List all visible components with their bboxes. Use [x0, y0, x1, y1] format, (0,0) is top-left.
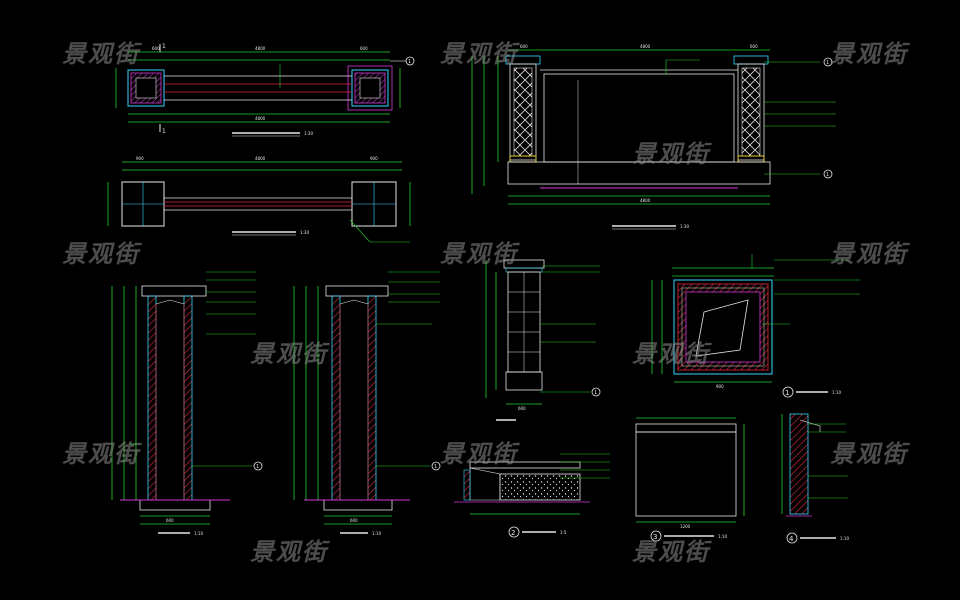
dim-text: 4800: [255, 156, 266, 161]
dim-text: 600: [350, 518, 358, 523]
dim-text: 600: [520, 44, 528, 49]
callout-number: 1: [826, 60, 829, 66]
callout-number: 1: [434, 464, 437, 470]
dim-text: 600: [152, 46, 160, 51]
dim-text: 4800: [255, 46, 266, 51]
dim-text: 600: [166, 518, 174, 523]
dim-text: 4800: [255, 116, 266, 121]
scale-text: 1:10: [840, 536, 849, 541]
column-elevation: 1 600: [485, 259, 601, 421]
detail-number: 2: [511, 529, 515, 537]
section-mark: 1: [162, 128, 166, 135]
dim-text: 900: [370, 156, 378, 161]
detail-1-pier-plan: 900 1 1:10: [651, 254, 860, 398]
foundation-plan: 900 4800 900 1:30: [107, 156, 411, 243]
front-elevation: 600 4800 600 4800 1 1: [471, 44, 836, 230]
scale-text: 1:10: [718, 534, 727, 539]
dim-text: 1200: [680, 524, 691, 529]
detail-number: 4: [789, 535, 794, 543]
dim-text: 600: [518, 406, 526, 411]
scale-text: 1:10: [832, 390, 841, 395]
section-2-2: 1 600 1:10: [293, 271, 441, 536]
plan-view: 600 4800 600 4800 1 1 1: [115, 43, 415, 137]
callout-number: 1: [826, 172, 829, 178]
section-mark: 1: [162, 43, 166, 50]
detail-4-end: 4 1:10: [781, 413, 849, 544]
callout-number: 1: [408, 59, 411, 65]
dim-text: 900: [716, 384, 724, 389]
scale-text: 1:10: [194, 531, 203, 536]
detail-number: 1: [785, 389, 789, 397]
callout-number: 1: [594, 390, 597, 396]
dim-text: 900: [136, 156, 144, 161]
scale-text: 1:30: [304, 131, 313, 136]
section-1-1: 1 600 1:10: [111, 271, 263, 536]
scale-text: 1:5: [560, 530, 567, 535]
detail-2-coping: 2 1:5: [454, 453, 610, 538]
dim-text: 600: [750, 44, 758, 49]
dim-text: 600: [360, 46, 368, 51]
dim-text: 4800: [640, 44, 651, 49]
scale-text: 1:10: [372, 531, 381, 536]
detail-3-panel: 1200 3 1:10: [635, 417, 745, 542]
dim-text: 4800: [640, 198, 651, 203]
scale-text: 1:30: [300, 230, 309, 235]
scale-text: 1:30: [680, 224, 689, 229]
callout-number: 1: [256, 464, 259, 470]
detail-number: 3: [653, 533, 657, 541]
